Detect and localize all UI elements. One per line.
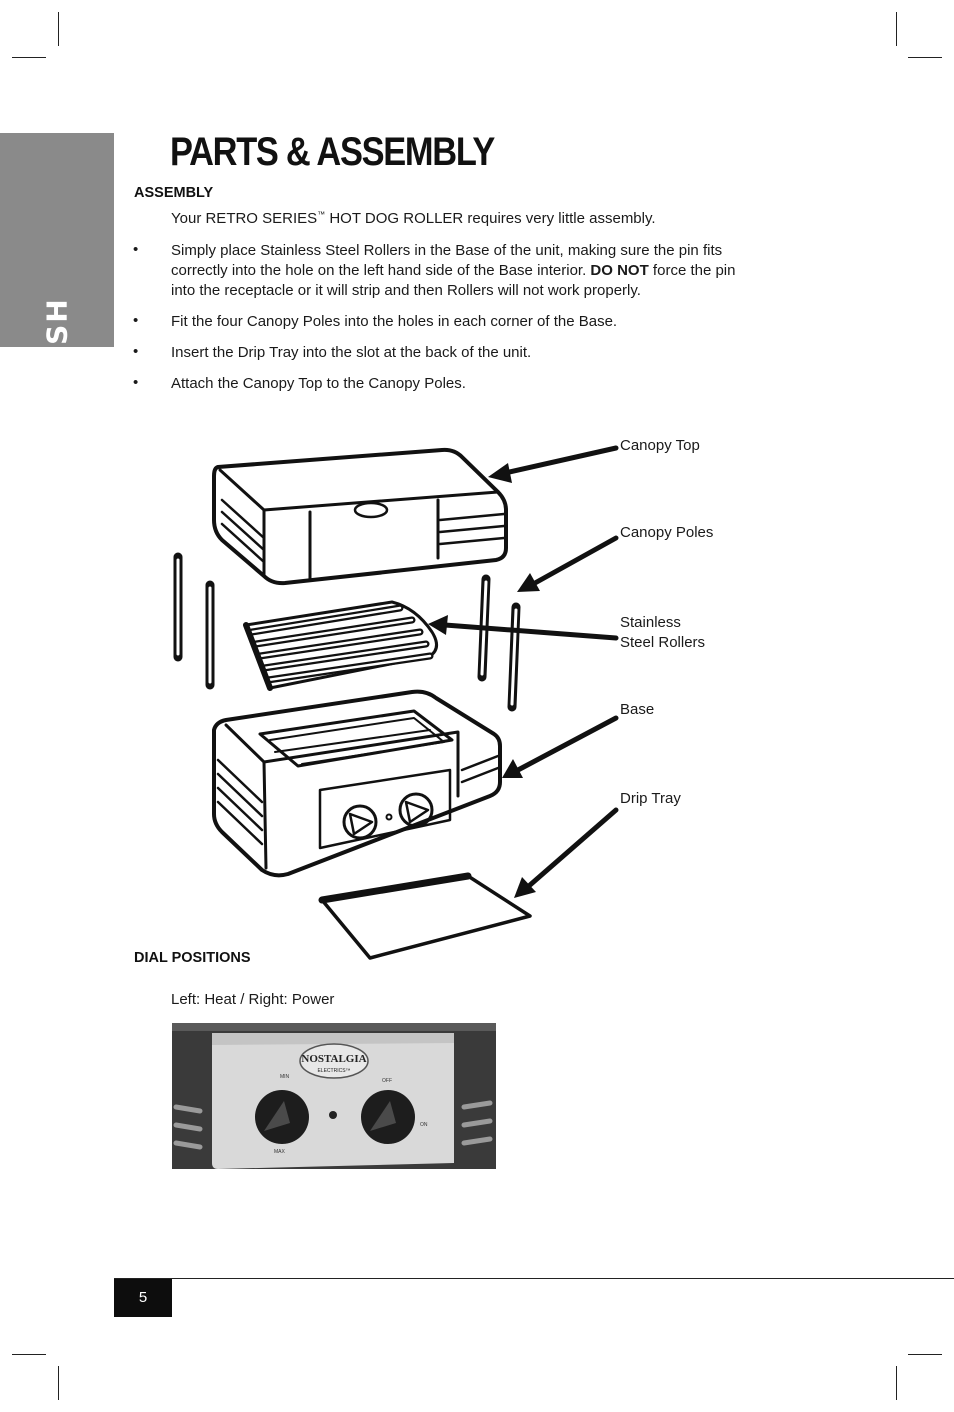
language-tab-label: ENGLISH bbox=[40, 297, 74, 449]
step-1-text-end: force the pin into the receptacle or it … bbox=[171, 262, 736, 299]
bullet: • bbox=[133, 241, 139, 258]
crop-mark bbox=[896, 12, 897, 46]
crop-mark bbox=[908, 57, 942, 58]
language-tab: ENGLISH bbox=[0, 133, 114, 449]
dial-positions-heading: DIAL POSITIONS bbox=[134, 950, 251, 966]
arrowheads bbox=[428, 463, 540, 898]
rollers-drawing bbox=[243, 600, 438, 691]
intro-text: Your RETRO SERIES bbox=[171, 210, 318, 227]
page-number: 5 bbox=[114, 1279, 172, 1317]
bullet: • bbox=[133, 343, 139, 360]
assembly-intro: Your RETRO SERIES™ HOT DOG ROLLER requir… bbox=[171, 205, 656, 229]
page-title: PARTS & ASSEMBLY bbox=[170, 130, 495, 174]
photo-min: MIN bbox=[280, 1074, 290, 1080]
crop-mark bbox=[58, 1366, 59, 1400]
label-canopy-top: Canopy Top bbox=[620, 437, 700, 454]
intro-text-end: HOT DOG ROLLER requires very little asse… bbox=[325, 210, 656, 227]
label-canopy-poles: Canopy Poles bbox=[620, 524, 714, 541]
step-4: Attach the Canopy Top to the Canopy Pole… bbox=[171, 375, 466, 392]
drip-tray-drawing bbox=[318, 872, 532, 960]
photo-off: OFF bbox=[382, 1078, 392, 1084]
step-3: Insert the Drip Tray into the slot at th… bbox=[171, 344, 532, 361]
step-1-warning: DO NOT bbox=[590, 262, 649, 279]
crop-mark bbox=[908, 1354, 942, 1355]
assembly-heading: ASSEMBLY bbox=[134, 185, 214, 201]
crop-mark bbox=[12, 57, 46, 58]
callout-arrows bbox=[442, 445, 619, 888]
photo-max: MAX bbox=[274, 1149, 286, 1155]
trademark-symbol: ™ bbox=[317, 210, 326, 219]
photo-brand-sub: ELECTRICS™ bbox=[317, 1068, 350, 1074]
photo-on: ON bbox=[420, 1122, 428, 1128]
label-rollers-line1: Stainless bbox=[620, 614, 681, 631]
bullet: • bbox=[133, 312, 139, 329]
photo-brand: NOSTALGIA bbox=[301, 1053, 366, 1065]
footer-rule bbox=[114, 1278, 954, 1279]
dial-positions-text: Left: Heat / Right: Power bbox=[171, 991, 335, 1008]
crop-mark bbox=[12, 1354, 46, 1355]
step-1: Simply place Stainless Steel Rollers in … bbox=[171, 241, 761, 301]
label-rollers-line2: Steel Rollers bbox=[620, 634, 706, 651]
exploded-parts-diagram bbox=[173, 445, 619, 960]
control-panel-photo: NOSTALGIA ELECTRICS™ MIN MAX OFF ON bbox=[172, 1023, 496, 1169]
crop-mark bbox=[58, 12, 59, 46]
crop-mark bbox=[896, 1366, 897, 1400]
label-base: Base bbox=[620, 701, 655, 718]
bullet: • bbox=[133, 374, 139, 391]
label-drip-tray: Drip Tray bbox=[620, 790, 681, 807]
canopy-top-drawing bbox=[212, 447, 508, 586]
label-rollers: Stainless Steel Rollers bbox=[620, 613, 705, 653]
step-2: Fit the four Canopy Poles into the holes… bbox=[171, 313, 618, 330]
base-drawing bbox=[212, 689, 502, 878]
step-1-text: Simply place Stainless Steel Rollers in … bbox=[171, 242, 723, 279]
